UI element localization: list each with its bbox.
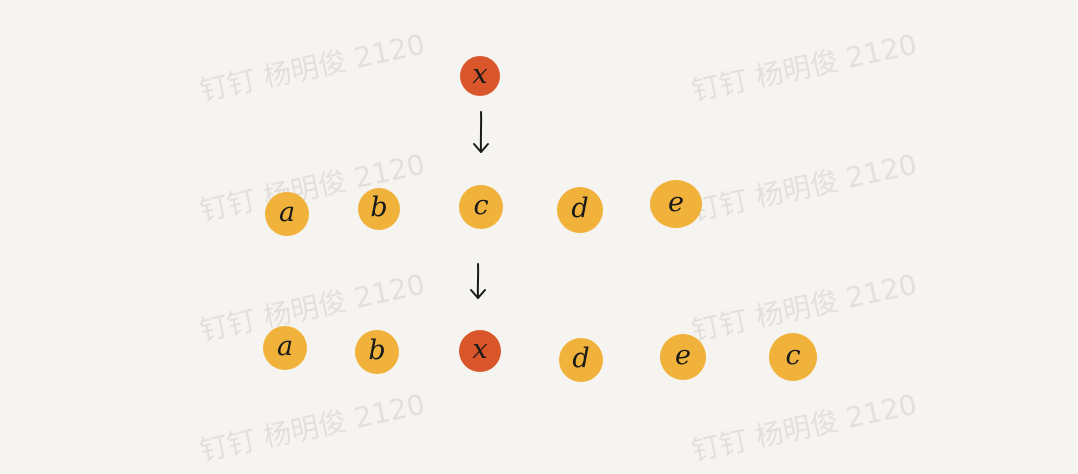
insert-element-label: x <box>472 58 488 90</box>
element-node: d <box>559 338 603 382</box>
element-node: c <box>459 185 503 229</box>
watermark: 钉钉 杨明俊 2120 <box>196 387 428 468</box>
watermark: 钉钉 杨明俊 2120 <box>196 27 428 108</box>
element-label: e <box>675 339 691 371</box>
element-label: d <box>572 342 590 374</box>
element-node: d <box>557 187 603 233</box>
down-arrow-icon <box>470 263 486 299</box>
element-label: d <box>571 192 589 224</box>
down-arrow-icon <box>473 111 489 153</box>
element-label: e <box>668 186 684 218</box>
insert-element-node: x <box>460 56 500 96</box>
element-node: c <box>769 333 817 381</box>
element-node: e <box>650 180 702 228</box>
element-label: b <box>368 334 386 366</box>
inserted-element-node: x <box>459 330 501 372</box>
element-node: e <box>660 334 706 380</box>
element-node: b <box>358 188 400 230</box>
element-node: a <box>265 192 309 236</box>
element-label: x <box>472 333 488 365</box>
element-label: b <box>370 191 388 223</box>
element-label: a <box>276 330 294 362</box>
element-label: a <box>278 196 296 228</box>
watermark: 钉钉 杨明俊 2120 <box>688 27 920 108</box>
element-node: b <box>355 330 399 374</box>
watermark: 钉钉 杨明俊 2120 <box>688 147 920 228</box>
element-label: c <box>785 339 801 371</box>
watermark: 钉钉 杨明俊 2120 <box>688 387 920 468</box>
element-label: c <box>473 189 489 221</box>
element-node: a <box>263 326 307 370</box>
